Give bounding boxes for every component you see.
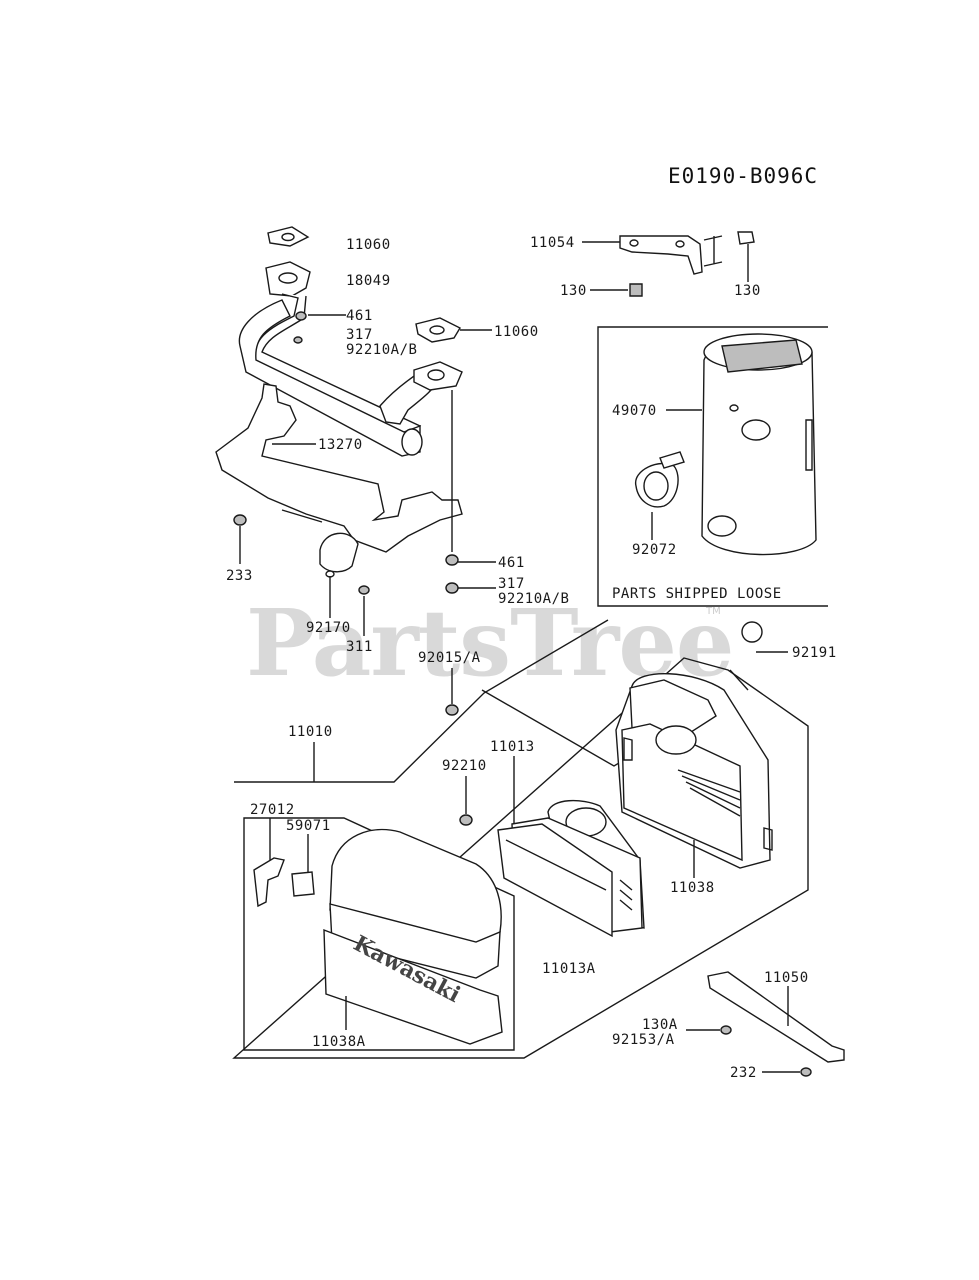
label-11013: 11013	[490, 739, 535, 755]
diagram-code: E0190-B096C	[668, 164, 818, 188]
label-317-top: 317	[346, 327, 373, 343]
label-311: 311	[346, 639, 373, 655]
label-27012: 27012	[250, 802, 295, 818]
muffler-clamp	[635, 451, 685, 508]
label-11038a: 11038A	[312, 1034, 366, 1050]
label-233: 233	[226, 568, 253, 584]
label-92170: 92170	[306, 620, 351, 636]
label-130-left: 130	[560, 283, 587, 299]
air-filter-element	[497, 799, 645, 938]
cover-box-outline	[243, 817, 515, 1051]
exhaust-pipe	[238, 261, 463, 457]
watermark-trademark: TM	[705, 606, 721, 617]
part-labels: 11060 18049 461 317 92210A/B 11060 13270…	[226, 235, 837, 1081]
cover-clip	[253, 857, 315, 908]
label-11013a: 11013A	[542, 961, 596, 977]
air-cleaner-bracket	[459, 621, 845, 1077]
label-13270: 13270	[318, 437, 363, 453]
exhaust-gasket-top	[267, 226, 310, 247]
label-11038: 11038	[670, 880, 715, 896]
muffler-bracket	[619, 231, 755, 297]
fasteners-exhaust	[233, 311, 459, 716]
parts-shipped-loose-box: PARTS SHIPPED LOOSE	[597, 326, 828, 607]
label-11054: 11054	[530, 235, 575, 251]
label-92015a: 92015/A	[418, 650, 481, 666]
label-92153a: 92153/A	[612, 1032, 675, 1048]
leader-lines	[239, 241, 800, 1073]
box-caption: PARTS SHIPPED LOOSE	[612, 586, 782, 602]
label-18049: 18049	[346, 273, 391, 289]
label-461-bottom: 461	[498, 555, 525, 571]
label-11010: 11010	[288, 724, 333, 740]
label-92210ab-top: 92210A/B	[346, 342, 417, 358]
label-92072: 92072	[632, 542, 677, 558]
label-130a: 130A	[642, 1017, 678, 1033]
label-11060-top: 11060	[346, 237, 391, 253]
muffler	[701, 333, 817, 556]
label-317-bottom: 317	[498, 576, 525, 592]
air-cleaner-cover: Kawasaki	[323, 828, 503, 1045]
label-49070: 49070	[612, 403, 657, 419]
label-232: 232	[730, 1065, 757, 1081]
air-cleaner-base	[615, 672, 773, 869]
label-130-right: 130	[734, 283, 761, 299]
exhaust-gasket-side	[415, 317, 461, 343]
label-92191: 92191	[792, 645, 837, 661]
label-59071: 59071	[286, 818, 331, 834]
label-92210ab-bottom: 92210A/B	[498, 591, 569, 607]
pipe-clamp	[319, 532, 359, 578]
label-92210: 92210	[442, 758, 487, 774]
label-461-top: 461	[346, 308, 373, 324]
label-11060-side: 11060	[494, 324, 539, 340]
label-11050: 11050	[764, 970, 809, 986]
